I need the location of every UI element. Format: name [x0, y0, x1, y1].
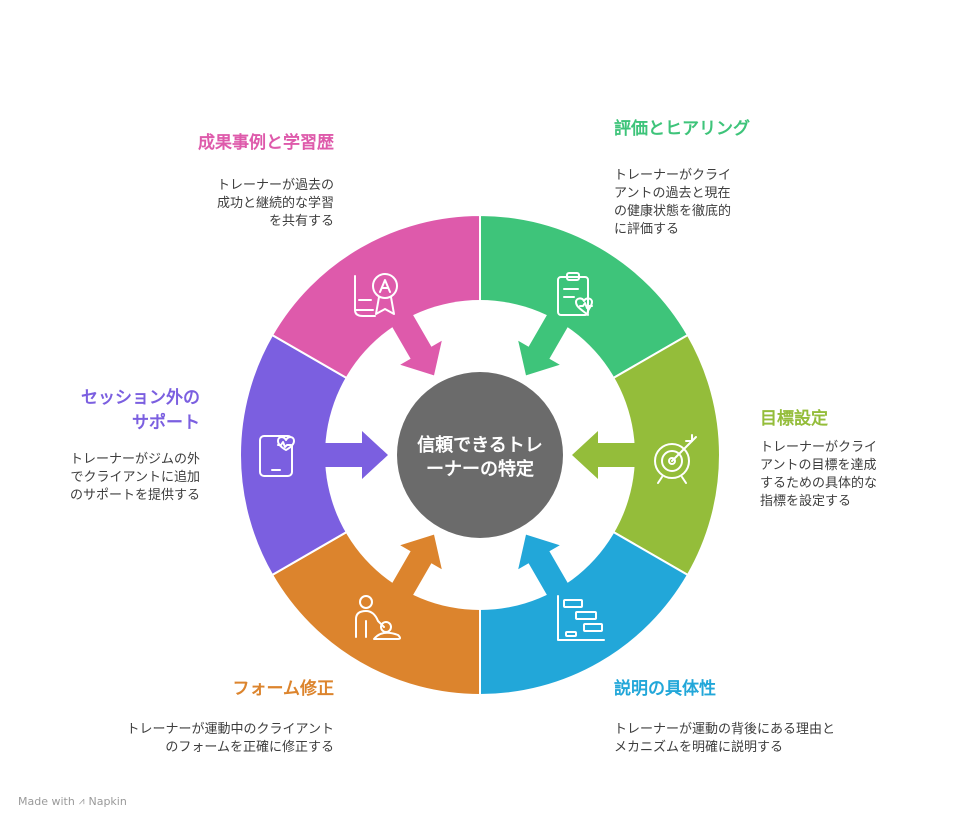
achievements-desc-line: を共有する: [268, 214, 334, 229]
form-desc: トレーナーが運動中のクライアント のフォームを正確に修正する: [127, 721, 334, 757]
goals-title: 目標設定: [760, 409, 828, 429]
person-assist-icon: [355, 595, 401, 640]
evaluation-desc-line: トレーナーがクライ: [614, 168, 732, 183]
form-desc-line: トレーナーが運動中のクライアント: [126, 722, 334, 737]
explanation-desc-line: トレーナーが運動の背後にある理由と: [614, 722, 836, 737]
explanation-desc-line: メカニズムを明確に説明する: [614, 740, 784, 755]
arrow-achievements: [385, 303, 442, 376]
goals-desc-line: 指標を設定する: [760, 494, 852, 509]
arrow-evaluation: [518, 303, 575, 376]
form-desc-line: のフォームを正確に修正する: [165, 740, 334, 755]
clipboard-heart-icon: [557, 272, 593, 316]
goals-desc-line: するための具体的な: [760, 476, 878, 491]
achievements-desc-line: 成功と継続的な学習: [216, 196, 334, 211]
arrow-support: [312, 431, 388, 479]
arrow-explanation: [518, 534, 575, 607]
evaluation-desc: トレーナーがクライ アントの過去と現在 の健康状態を徹底的 に評価する: [614, 167, 750, 239]
label-form: フォーム修正 トレーナーが運動中のクライアント のフォームを正確に修正する: [127, 674, 334, 757]
achievements-desc: トレーナーが過去の 成功と継続的な学習 を共有する: [198, 177, 334, 231]
label-explanation: 説明の具体性 トレーナーが運動の背後にある理由と メカニズムを明確に説明する: [614, 674, 835, 757]
gantt-chart-icon: [557, 595, 605, 641]
label-goals: 目標設定 トレーナーがクライ アントの目標を達成 するための具体的な 指標を設定…: [760, 404, 877, 511]
evaluation-desc-line: の健康状態を徹底的: [614, 204, 732, 219]
achievements-title: 成果事例と学習歴: [198, 133, 334, 153]
label-evaluation: 評価とヒアリング トレーナーがクライ アントの過去と現在 の健康状態を徹底的 に…: [614, 114, 750, 239]
evaluation-desc-line: に評価する: [614, 222, 680, 237]
support-title-line2: サポート: [132, 413, 200, 433]
target-arrow-icon: [654, 434, 697, 484]
evaluation-desc-line: アントの過去と現在: [614, 186, 731, 201]
arrow-form: [385, 534, 442, 607]
goals-desc: トレーナーがクライ アントの目標を達成 するための具体的な 指標を設定する: [760, 439, 877, 511]
arrow-goals: [572, 431, 648, 479]
footer-text: Made with: [18, 795, 75, 808]
footer: Made with ⩘ Napkin: [18, 795, 127, 808]
center-title-line1: 信頼できるトレ: [417, 434, 543, 456]
explanation-title: 説明の具体性: [614, 679, 716, 699]
achievements-desc-line: トレーナーが過去の: [216, 178, 334, 193]
center-title-line2: ーナーの特定: [426, 458, 534, 480]
explanation-desc: トレーナーが運動の背後にある理由と メカニズムを明確に説明する: [614, 721, 835, 757]
goals-desc-line: アントの目標を達成: [760, 458, 877, 473]
goals-desc-line: トレーナーがクライ: [760, 440, 878, 455]
form-title: フォーム修正: [232, 679, 335, 699]
support-desc: トレーナーがジムの外 でクライアントに追加 のサポートを提供する: [70, 451, 200, 505]
support-desc-line: のサポートを提供する: [69, 488, 200, 503]
support-desc-line: でクライアントに追加: [70, 470, 200, 485]
center-circle: [397, 372, 563, 538]
napkin-logo-icon: ⩘: [78, 796, 85, 807]
label-achievements: 成果事例と学習歴 トレーナーが過去の 成功と継続的な学習 を共有する: [198, 128, 334, 231]
support-title-line1: セッション外の: [81, 388, 200, 408]
evaluation-title: 評価とヒアリング: [614, 119, 750, 139]
tablet-heart-icon: [259, 435, 295, 477]
support-desc-line: トレーナーがジムの外: [69, 452, 200, 467]
footer-brand: Napkin: [88, 795, 127, 808]
label-support: セッション外の サポート トレーナーがジムの外 でクライアントに追加 のサポート…: [70, 383, 200, 505]
book-award-icon: [354, 273, 398, 317]
